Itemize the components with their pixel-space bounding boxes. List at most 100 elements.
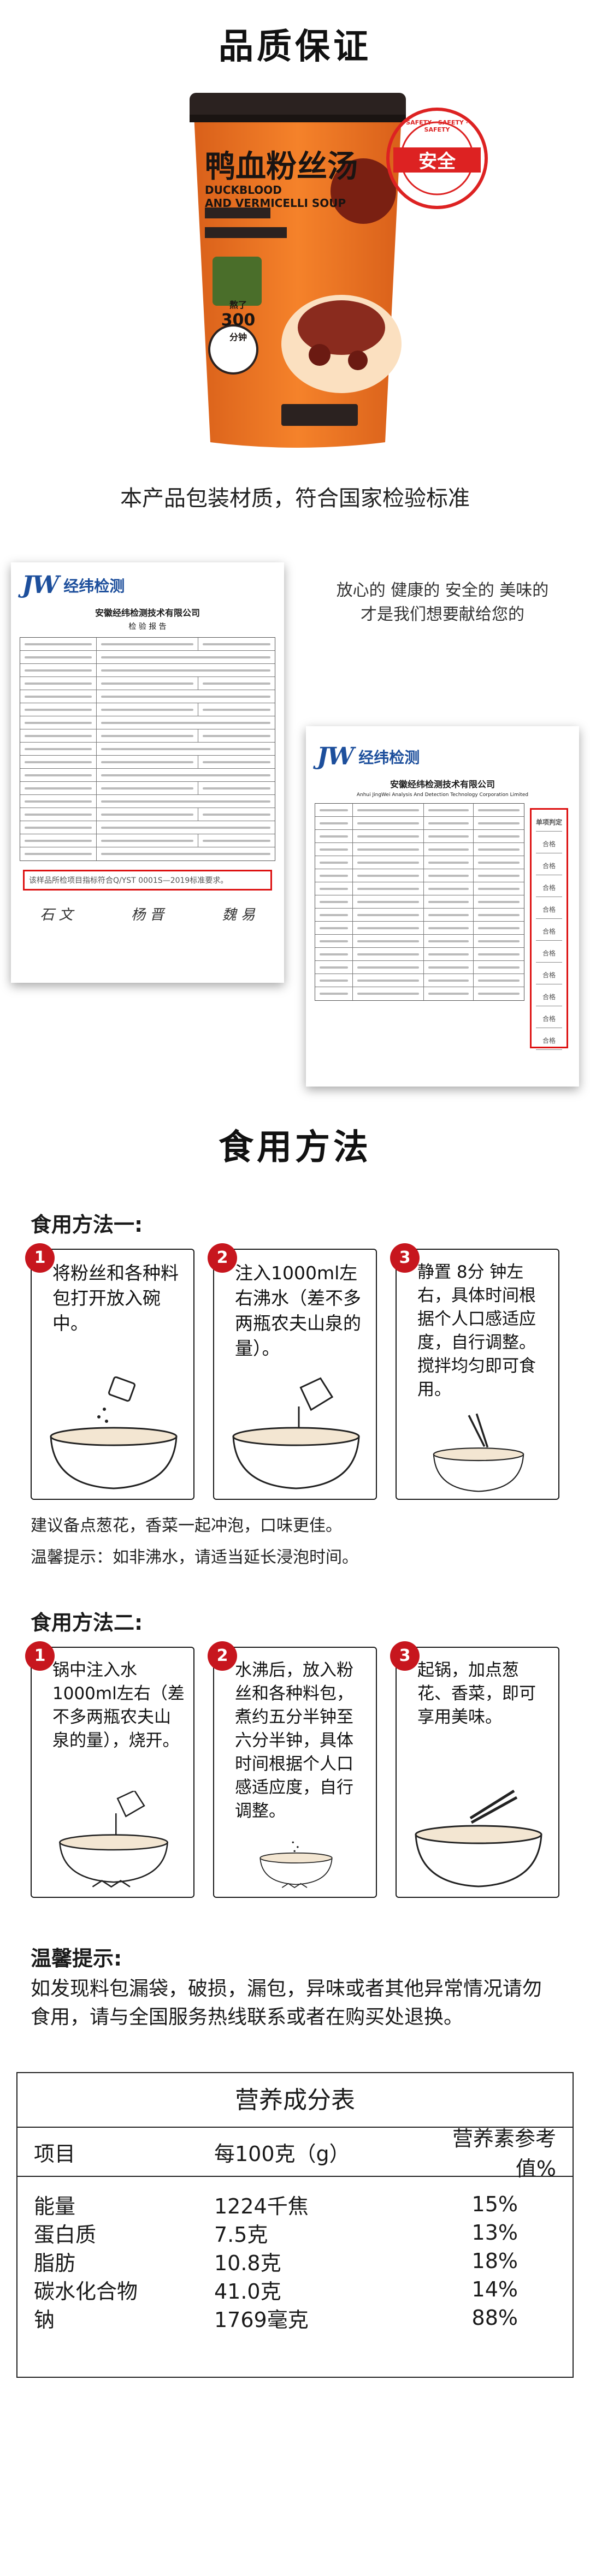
method-2: 食用方法二: 1 锅中注入水1000ml左右（差不多两瓶农夫山泉的量），烧开。 … [25,1606,559,1898]
method-1-warm-tip: 温馨提示：如非沸水，请适当延长浸泡时间。 [31,1548,358,1567]
nutrient-nrv: 14% [471,2277,518,2301]
reports-section: JW 经纬检测 安徽经纬检测技术有限公司 检 验 报 告 [0,546,590,1097]
nutrient-name: 碳水化合物 [34,2279,138,2304]
pot-noodles-icon [259,1841,333,1889]
verdict-item: 合格 [536,900,562,919]
badge-bottom-text: 分钟 [229,332,247,342]
quality-caption: 本产品包装材质，符合国家检验标准 [120,486,470,511]
method-1: 食用方法一: 1 将粉丝和各种料包打开放入碗中。 2 注入1000ml左右沸水（… [25,1208,559,1568]
step-text: 水沸后，放入粉丝和各种料包，煮约五分半钟至六分半钟，具体时间根据个人口感适应度，… [235,1660,353,1821]
warm-notice-text: 如发现料包漏袋，破损，漏包，异味或者其他异常情况请勿食用，请与全国服务热线联系或… [31,1978,542,2028]
nutrient-name: 蛋白质 [34,2222,97,2247]
report-signatures: 石 文 杨 晋 魏 易 [11,904,284,924]
quality-section: 品质保证 [0,0,590,546]
nutrient-amount: 7.5克 [214,2222,268,2247]
bowl-seasoning-icon [50,1376,178,1489]
nutrient-amount: 1224千焦 [214,2194,309,2218]
bowl-chopsticks-icon [415,1789,542,1888]
method-1-step-2: 2 注入1000ml左右沸水（差不多两瓶农夫山泉的量）。 [208,1243,377,1500]
safety-seal-icon [386,108,488,209]
nutrition-header-nrv: 营养素参考值% [452,2127,556,2181]
cook-time-badge: 熬了 300 分钟 [216,298,261,343]
nutrient-amount: 1769毫克 [214,2307,309,2332]
verdict-item: 合格 [536,922,562,941]
promo-line-2: 才是我们想要献给您的 [361,605,524,624]
product-cup-image [190,93,406,448]
method-1-step-1: 1 将粉丝和各种料包打开放入碗中。 [25,1243,194,1500]
table-row: 能量 1224千焦 15% [34,2190,556,2218]
usage-title: 食用方法 [219,1127,371,1168]
nutrient-amount: 10.8克 [214,2251,281,2275]
verdict-column: 单项判定 合格 合格 合格 合格 合格 合格 合格 合格 合格 合格 [530,808,568,1050]
step-text: 起锅，加点葱花、香菜，即可享用美味。 [417,1660,536,1727]
quality-title: 品质保证 [219,27,371,67]
nutrient-amount: 41.0克 [214,2279,281,2304]
seal-center-text: 安全 [418,151,456,173]
step-text: 锅中注入水1000ml左右（差不多两瓶农夫山泉的量），烧开。 [52,1660,185,1750]
jw-logo-icon: JW [22,571,59,599]
report-org: 安徽经纬检测技术有限公司 [95,608,200,618]
bowl-chopsticks-icon [433,1413,524,1492]
method-1-title: 食用方法一: [31,1213,143,1237]
signature-2: 杨 晋 [131,907,164,923]
step-number-badge: 1 [25,1243,55,1273]
method-1-steps: 1 将粉丝和各种料包打开放入碗中。 2 注入1000ml左右沸水（差不多两瓶农夫… [25,1243,559,1500]
nutrient-name: 钠 [34,2307,55,2332]
method-1-step-3: 3 静置 8分 钟左右，具体时间根据个人口感适应度，自行调整。搅拌均匀即可食用。 [390,1243,559,1500]
nutrient-nrv: 88% [471,2306,518,2330]
method-2-steps: 1 锅中注入水1000ml左右（差不多两瓶农夫山泉的量），烧开。 2 水沸后，放… [25,1641,559,1898]
method-1-tip: 建议备点葱花，香菜一起冲泡，口味更佳。 [31,1516,342,1535]
product-name-cn: 鸭血粉丝汤 [205,149,358,185]
badge-number: 300 [221,311,256,330]
brand-name: 经纬检测 [63,577,125,595]
badge-top-text: 熬了 [229,300,247,310]
verdict-item: 合格 [536,988,562,1006]
promo-text: 放心的 健康的 安全的 美味的 才是我们想要献给您的 [306,579,579,627]
nutrition-header-item: 项目 [34,2141,76,2166]
nutrient-nrv: 13% [471,2221,518,2245]
verdict-item: 合格 [536,944,562,963]
method-2-title: 食用方法二: [31,1611,143,1635]
seal-ring-text: SAFETY · SAFETY · SAFETY [406,119,468,133]
method-2-step-3: 3 起锅，加点葱花、香菜，即可享用美味。 [390,1641,559,1898]
jw-logo-icon-right: JW [317,743,354,770]
nutrition-header-per100g: 每100克（g） [214,2141,350,2166]
table-row: 脂肪 10.8克 18% [34,2247,556,2275]
table-row: 碳水化合物 41.0克 14% [34,2275,556,2304]
inspection-report-left: JW 经纬检测 安徽经纬检测技术有限公司 检 验 报 告 [11,562,284,983]
nutrition-table: 营养成分表 项目 每100克（g） 营养素参考值% 能量 1224千焦 15% … [16,2072,574,2378]
report-conclusion: 该样品所检项目指标符合Q/YST 0001S—2019标准要求。 [23,870,272,891]
nutrition-title: 营养成分表 [17,2073,573,2128]
product-name-en-2: AND VERMICELLI SOUP [205,197,346,210]
bowl-pour-water-icon [232,1377,360,1489]
report-org-en: Anhui JingWei Analysis And Detection Tec… [356,792,529,798]
page: 品质保证 [0,0,590,2378]
verdict-item: 合格 [536,835,562,853]
product-image: 鸭血粉丝汤 DUCKBLOOD AND VERMICELLI SOUP 熬了 3… [0,82,590,475]
nutrient-name: 能量 [34,2194,76,2218]
step-text: 注入1000ml左右沸水（差不多两瓶农夫山泉的量）。 [235,1262,361,1359]
nutrient-nrv: 18% [471,2249,518,2273]
report-table [20,637,275,861]
brand-name-right: 经纬检测 [358,748,420,767]
method-2-step-1: 1 锅中注入水1000ml左右（差不多两瓶农夫山泉的量），烧开。 [25,1641,194,1898]
verdict-item: 合格 [536,1010,562,1028]
step-number-badge: 2 [208,1641,237,1671]
warm-notice-title: 温馨提示: [31,1946,122,1970]
promo-line-1: 放心的 健康的 安全的 美味的 [336,581,549,600]
signature-1: 石 文 [40,907,73,923]
table-row: 蛋白质 7.5克 13% [34,2218,556,2247]
report-org-right: 安徽经纬检测技术有限公司 [390,779,495,790]
report-table-right [315,803,524,1001]
inspection-report-right: JW 经纬检测 安徽经纬检测技术有限公司 Anhui JingWei Analy… [306,726,579,1087]
nutrition-header-row: 项目 每100克（g） 营养素参考值% [17,2127,573,2181]
verdict-item: 合格 [536,966,562,984]
signature-3: 魏 易 [222,907,255,923]
pot-pour-water-icon [59,1791,168,1888]
verdict-item: 合格 [536,879,562,897]
table-row: 钠 1769毫克 88% [34,2304,556,2332]
product-name-en-1: DUCKBLOOD [205,183,282,197]
step-number-badge: 3 [390,1641,420,1671]
method-2-step-2: 2 水沸后，放入粉丝和各种料包，煮约五分半钟至六分半钟，具体时间根据个人口感适应… [208,1641,377,1898]
usage-section: 食用方法 食用方法一: 1 将粉丝和各种料包打开放入碗中。 2 注入1000ml [0,1097,590,2032]
